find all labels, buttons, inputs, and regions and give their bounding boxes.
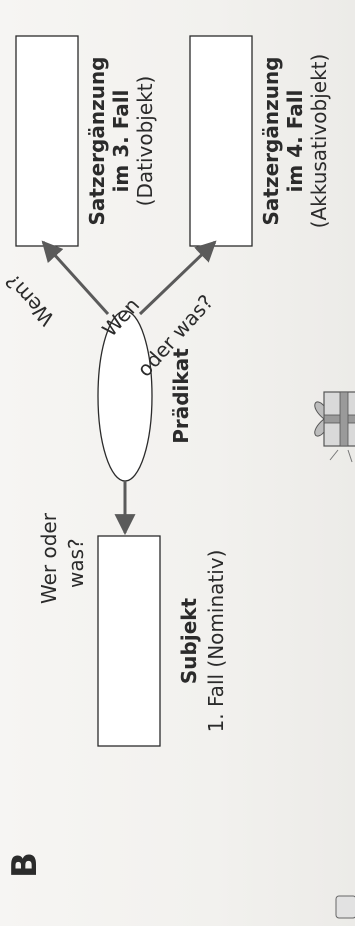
accusative-box xyxy=(190,36,252,246)
subject-subtitle: 1. Fall (Nominativ) xyxy=(205,506,228,776)
dative-title-line1: Satzergänzung xyxy=(86,31,109,251)
accusative-subtitle: (Akkusativobjekt) xyxy=(308,16,331,266)
corner-tab xyxy=(336,896,355,918)
question-wer-oder-line2: was? xyxy=(65,538,88,588)
accusative-title-line2: im 4. Fall xyxy=(284,31,307,251)
question-wer-oder-line1: Wer oder xyxy=(38,513,61,604)
subject-box xyxy=(98,536,160,746)
arrow-to-dative xyxy=(43,242,108,314)
dative-subtitle: (Dativobjekt) xyxy=(134,31,157,251)
dative-title-line2: im 3. Fall xyxy=(110,31,133,251)
subject-title: Subjekt xyxy=(178,536,201,746)
predicate-ellipse xyxy=(98,311,152,481)
gift-illustration xyxy=(315,392,355,462)
section-letter: B xyxy=(6,852,45,878)
dative-box xyxy=(16,36,78,246)
accusative-title-line1: Satzergänzung xyxy=(260,31,283,251)
